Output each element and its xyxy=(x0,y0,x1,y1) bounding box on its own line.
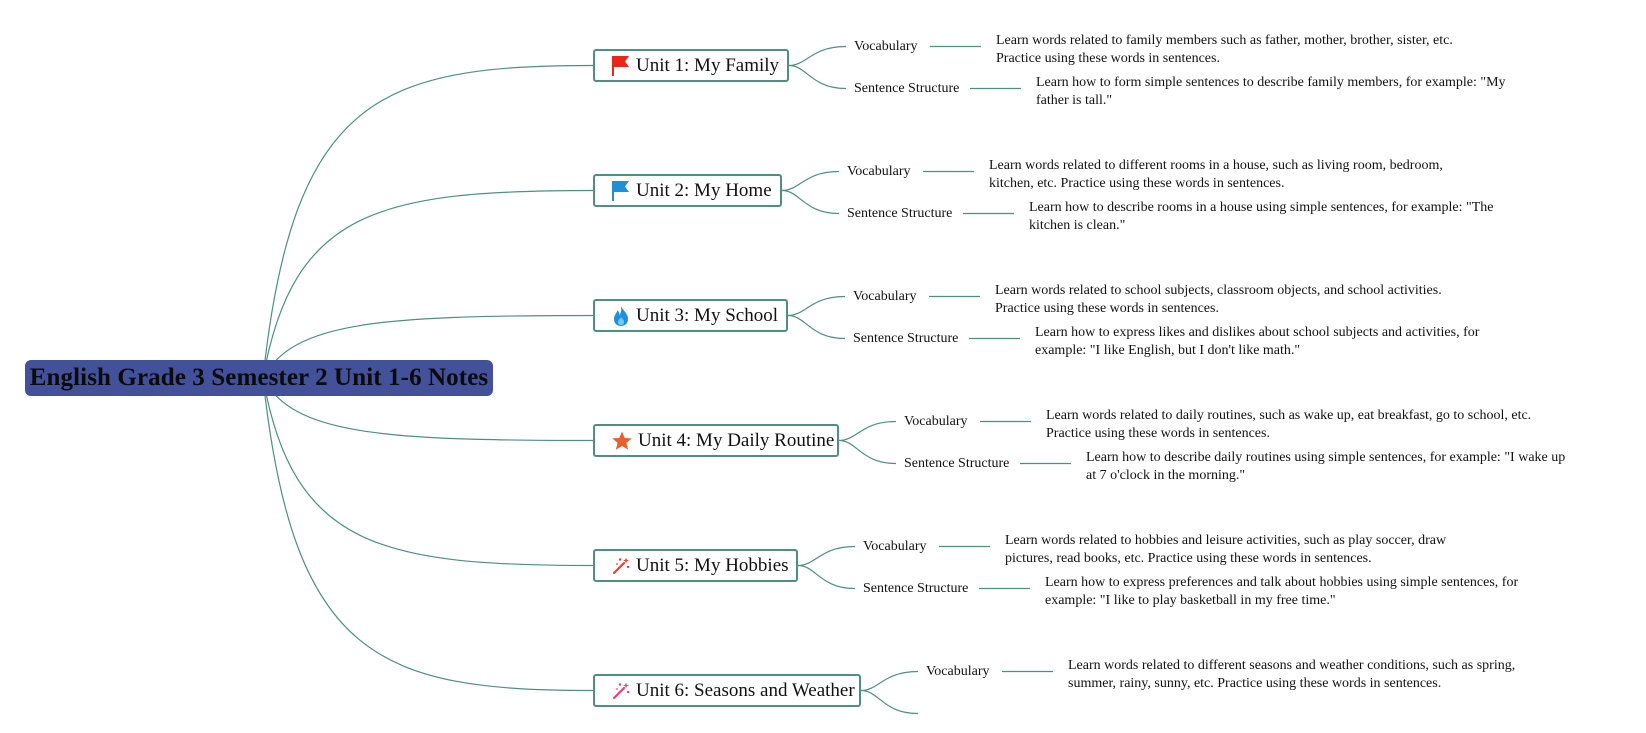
blue-flag-icon xyxy=(611,180,631,202)
unit-to-subtopic-connector xyxy=(860,689,919,715)
note-text: Learn words related to different seasons… xyxy=(1068,657,1516,691)
unit-to-subtopic-connector xyxy=(797,545,856,567)
subtopic-sentence-structure[interactable]: Sentence Structure xyxy=(863,580,969,596)
unit-to-subtopic-connector xyxy=(787,314,846,340)
note-text: Learn how to express likes and dislikes … xyxy=(1035,324,1480,358)
unit-title: Unit 1: My Family xyxy=(636,54,780,76)
unit-topic-3[interactable]: Unit 3: My School xyxy=(593,299,788,332)
unit-title: Unit 5: My Hobbies xyxy=(636,554,789,576)
unit-title: Unit 2: My Home xyxy=(636,179,772,201)
note-text: Learn how to express preferences and tal… xyxy=(1045,574,1519,608)
unit-topic-2[interactable]: Unit 2: My Home xyxy=(593,174,782,207)
unit-to-subtopic-connector xyxy=(838,439,897,465)
unit-topic-5[interactable]: Unit 5: My Hobbies xyxy=(593,549,798,582)
note-text: Learn how to form simple sentences to de… xyxy=(1036,74,1506,108)
unit-to-subtopic-connector xyxy=(787,295,846,317)
note-text: Learn how to describe daily routines usi… xyxy=(1086,449,1566,483)
unit-to-subtopic-connector xyxy=(788,45,847,67)
root-to-unit-connector xyxy=(262,377,594,567)
unit-to-subtopic-connector xyxy=(838,420,897,442)
root-to-unit-connector xyxy=(262,377,594,692)
note-text: Learn words related to daily routines, s… xyxy=(1046,407,1532,441)
note-text: Learn words related to hobbies and leisu… xyxy=(1005,532,1447,566)
unit-title: Unit 6: Seasons and Weather xyxy=(636,679,855,701)
unit-to-subtopic-connector xyxy=(797,564,856,590)
note-text: Learn words related to family members su… xyxy=(996,32,1453,66)
root-to-unit-connector xyxy=(262,189,594,379)
unit-topic-4[interactable]: Unit 4: My Daily Routine xyxy=(593,424,839,457)
unit-to-subtopic-connector xyxy=(781,189,840,215)
star-icon xyxy=(611,430,633,452)
root-to-unit-connector xyxy=(262,64,594,379)
unit-to-subtopic-connector xyxy=(860,670,919,692)
note-text: Learn words related to school subjects, … xyxy=(995,282,1442,316)
root-topic[interactable]: English Grade 3 Semester 2 Unit 1-6 Note… xyxy=(25,360,493,396)
magic-wand-icon xyxy=(611,555,631,577)
subtopic-sentence-structure[interactable]: Sentence Structure xyxy=(904,455,1010,471)
subtopic-vocabulary[interactable]: Vocabulary xyxy=(904,413,968,429)
red-flag-icon xyxy=(611,55,631,77)
unit-to-subtopic-connector xyxy=(788,64,847,90)
unit-topic-1[interactable]: Unit 1: My Family xyxy=(593,49,789,82)
note-text: Learn words related to different rooms i… xyxy=(989,157,1443,191)
flame-icon xyxy=(611,305,631,327)
subtopic-vocabulary[interactable]: Vocabulary xyxy=(854,38,918,54)
magic-wand-pink-icon xyxy=(611,680,631,702)
note-text: Learn how to describe rooms in a house u… xyxy=(1029,199,1494,233)
unit-to-subtopic-connector xyxy=(781,170,840,192)
unit-topic-6[interactable]: Unit 6: Seasons and Weather xyxy=(593,674,861,707)
subtopic-sentence-structure[interactable]: Sentence Structure xyxy=(854,80,960,96)
subtopic-sentence-structure[interactable]: Sentence Structure xyxy=(847,205,953,221)
unit-title: Unit 4: My Daily Routine xyxy=(638,429,835,451)
subtopic-vocabulary[interactable]: Vocabulary xyxy=(863,538,927,554)
root-topic-title: English Grade 3 Semester 2 Unit 1-6 Note… xyxy=(29,364,489,391)
unit-title: Unit 3: My School xyxy=(636,304,778,326)
subtopic-vocabulary[interactable]: Vocabulary xyxy=(847,163,911,179)
subtopic-vocabulary[interactable]: Vocabulary xyxy=(853,288,917,304)
subtopic-vocabulary[interactable]: Vocabulary xyxy=(926,663,990,679)
subtopic-sentence-structure[interactable]: Sentence Structure xyxy=(853,330,959,346)
